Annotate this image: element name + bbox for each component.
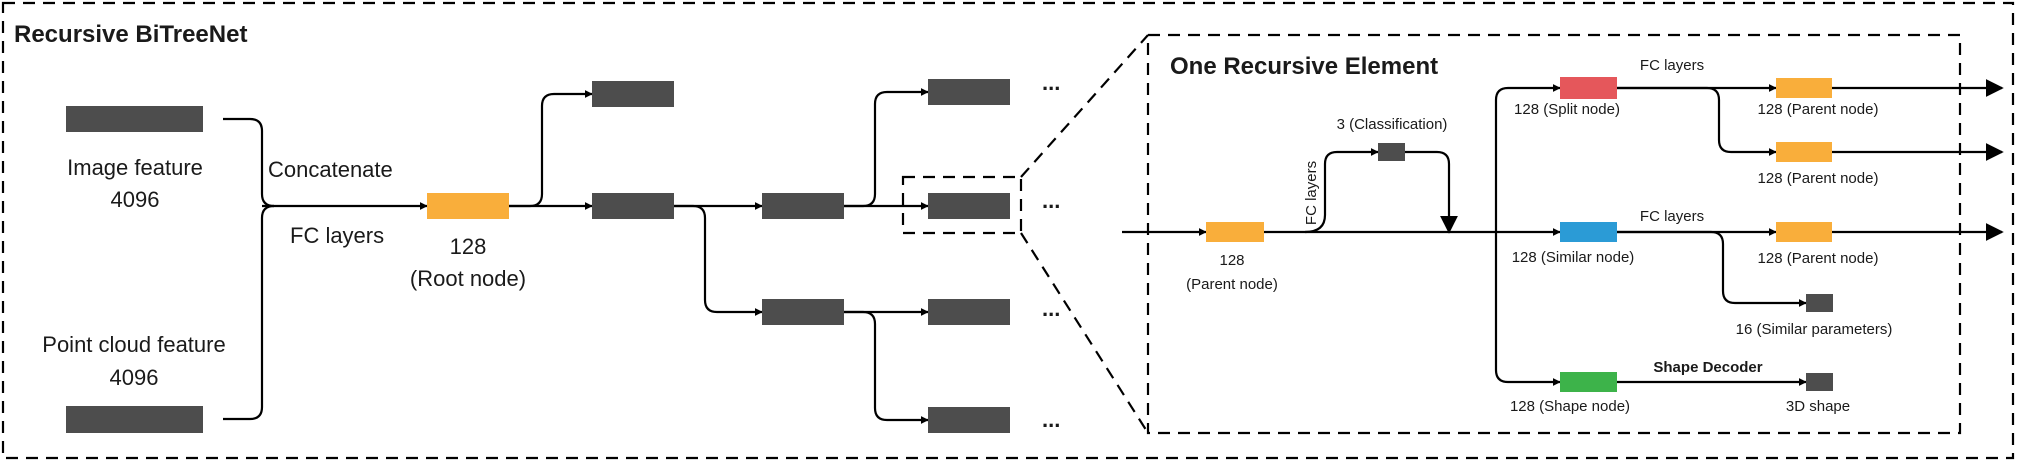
ellipsis-lower2: ...: [1042, 407, 1060, 432]
point-cloud-feature-label: Point cloud feature: [42, 332, 225, 357]
parent-out-1-label: 128 (Parent node): [1758, 101, 1879, 118]
ellipsis-lower1: ...: [1042, 296, 1060, 321]
classification-node: [1378, 143, 1405, 161]
split-node-label: 128 (Split node): [1514, 101, 1620, 118]
parent-node-in: [1206, 222, 1264, 242]
fc-layers-vertical-label: FC layers: [1303, 161, 1320, 225]
parent-node-in-dim: 128: [1219, 252, 1244, 269]
tree-node-leaf-lower1: [928, 299, 1010, 325]
tree-node-lower: [762, 299, 844, 325]
parent-out-node-3: [1776, 222, 1832, 242]
recursive-element-frame: [1146, 33, 1962, 435]
recursive-element-title: One Recursive Element: [1170, 53, 1438, 80]
main-to-shape-branch: [1494, 232, 1561, 386]
similar-node-label: 128 (Similar node): [1512, 249, 1635, 266]
split-to-parent2: [1617, 86, 1777, 156]
mid2-to-top: [844, 88, 929, 208]
classification-label: 3 (Classification): [1337, 116, 1448, 133]
parent-out-node-2: [1776, 142, 1832, 162]
shape-node-label: 128 (Shape node): [1510, 398, 1630, 415]
shape-decoder-label: Shape Decoder: [1653, 359, 1762, 376]
point-connector: [223, 204, 275, 421]
concatenate-label: Concatenate: [268, 157, 393, 182]
shape-3d-node: [1806, 373, 1833, 391]
tree-node-leaf-top: [928, 79, 1010, 105]
tree-node-leaf-lower2: [928, 407, 1010, 433]
tree-node-middle: [592, 193, 674, 219]
tree-node-leaf-focus: [928, 193, 1010, 219]
shape-3d-label: 3D shape: [1786, 398, 1850, 415]
similar-to-params: [1617, 230, 1807, 307]
lower-to-lower2: [844, 310, 929, 424]
tree-node-mid2: [762, 193, 844, 219]
image-feature-dim: 4096: [111, 187, 160, 212]
fc-layers-label: FC layers: [290, 223, 384, 248]
image-feature-label: Image feature: [67, 155, 203, 180]
similar-params-node: [1806, 294, 1833, 312]
diagram-title: Recursive BiTreeNet: [14, 21, 247, 48]
parent-out-node-1: [1776, 78, 1832, 98]
ellipsis-top: ...: [1042, 70, 1060, 95]
parent-out-2-label: 128 (Parent node): [1758, 170, 1879, 187]
middle-to-lower: [674, 204, 763, 316]
split-node: [1560, 77, 1617, 99]
root-to-upper-child: [509, 90, 593, 208]
shape-node: [1560, 372, 1617, 392]
point-cloud-feature-dim: 4096: [110, 365, 159, 390]
root-node: [427, 193, 509, 219]
similar-fc-layers-label: FC layers: [1640, 208, 1704, 225]
root-node-name: (Root node): [410, 266, 526, 291]
similar-node: [1560, 222, 1617, 242]
parent-out-3-label: 128 (Parent node): [1758, 250, 1879, 267]
root-node-dim: 128: [450, 234, 487, 259]
similar-params-label: 16 (Similar parameters): [1736, 321, 1893, 338]
focus-box: [901, 175, 1023, 235]
split-fc-layers-label: FC layers: [1640, 57, 1704, 74]
image-connector: [223, 117, 275, 208]
parent-to-classification: [1304, 148, 1379, 234]
zoom-line-top: [1020, 34, 1149, 178]
ellipsis-focus: ...: [1042, 188, 1060, 213]
image-feature-block: [66, 106, 203, 132]
main-to-split-branch: [1494, 84, 1561, 232]
parent-node-in-name: (Parent node): [1186, 276, 1278, 293]
point-cloud-feature-block: [66, 406, 203, 433]
classification-to-main: [1405, 150, 1458, 234]
tree-node-upper: [592, 81, 674, 107]
zoom-line-bottom: [1020, 232, 1149, 434]
